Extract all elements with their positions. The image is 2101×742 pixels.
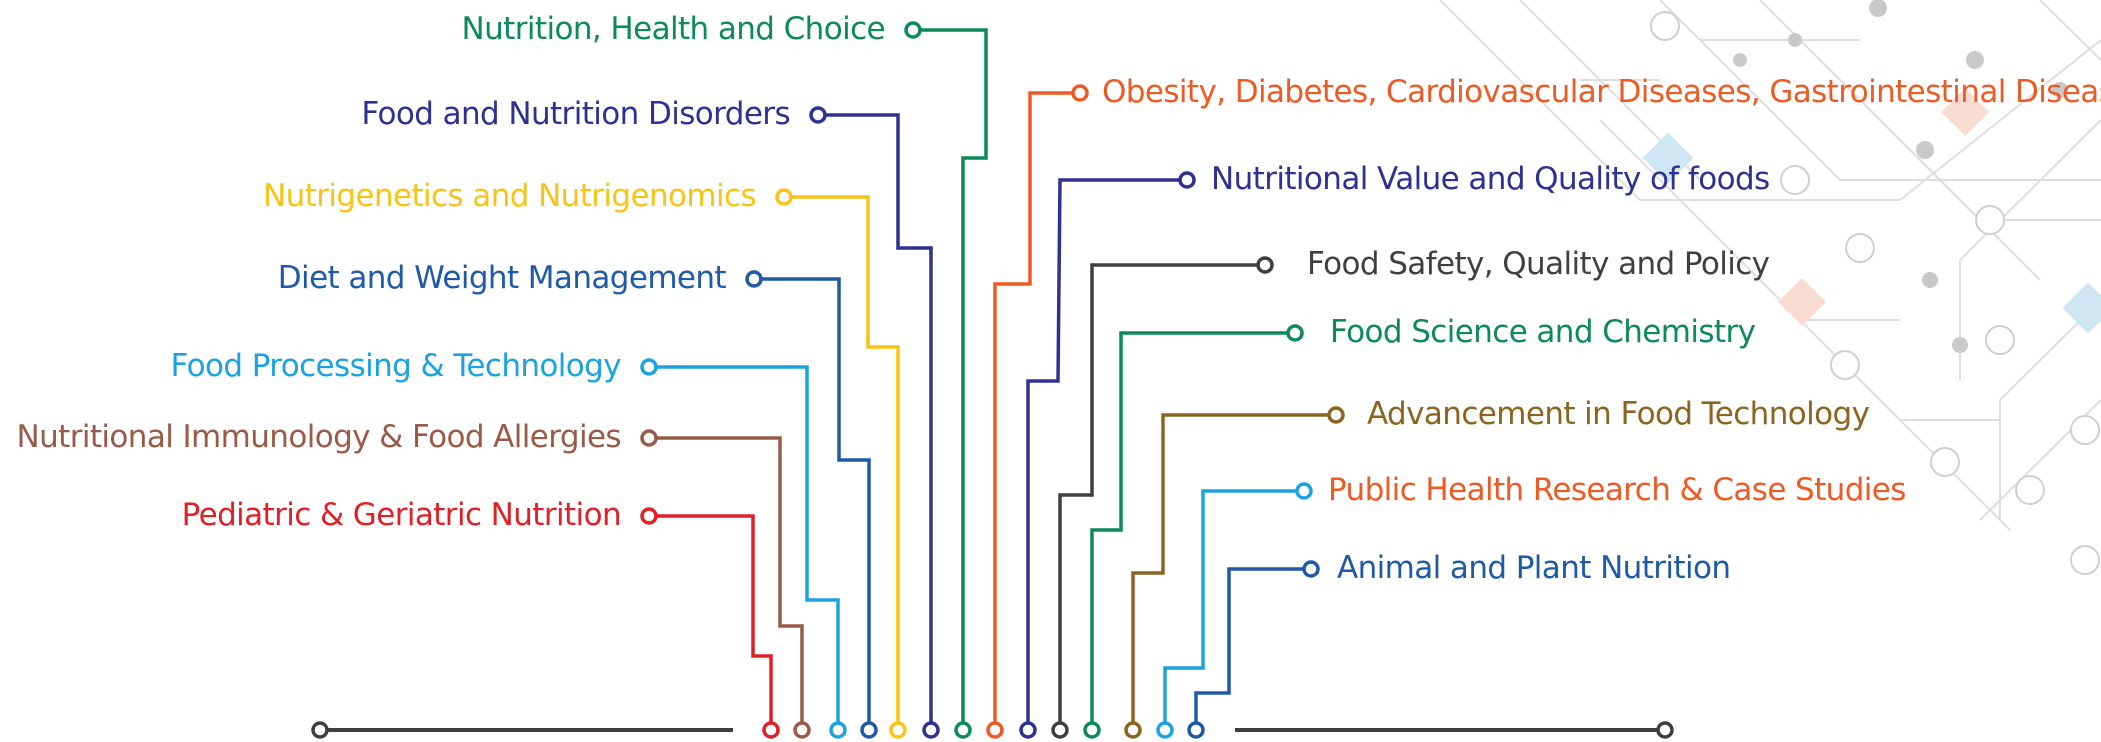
topic-right-5[interactable]: Advancement in Food Technology [1367,396,1870,432]
right-topic-node-1 [1071,84,1089,102]
topic-right-4[interactable]: Food Science and Chemistry [1330,314,1756,350]
left-connector-line-7 [656,514,773,723]
right-base-node-3 [1051,721,1069,739]
topic-left-5[interactable]: Food Processing & Technology [170,348,622,384]
left-connector-line-4 [761,277,871,723]
left-base-node-6 [793,721,811,739]
left-base-node-3 [889,721,907,739]
left-topic-node-4 [745,270,763,288]
right-base-node-1 [986,721,1004,739]
right-connector-line-7 [1194,567,1304,723]
topic-right-3[interactable]: Food Safety, Quality and Policy [1307,246,1770,282]
right-topic-node-3 [1256,256,1274,274]
right-topic-node-5 [1327,406,1345,424]
left-topic-node-1 [904,21,922,39]
topic-right-2[interactable]: Nutritional Value and Quality of foods [1211,161,1770,197]
left-connector-line-6 [656,436,804,723]
topic-left-2[interactable]: Food and Nutrition Disorders [361,96,790,132]
left-topic-node-6 [640,429,658,447]
right-base-node-4 [1083,721,1101,739]
right-connector-line-3 [1058,263,1258,723]
right-base-node-6 [1156,721,1174,739]
right-base-node-7 [1187,721,1205,739]
baseline-left-endpoint-node [311,721,329,739]
topic-right-7[interactable]: Animal and Plant Nutrition [1337,550,1731,586]
left-connector-line-2 [825,113,933,723]
topic-left-7[interactable]: Pediatric & Geriatric Nutrition [181,497,622,533]
right-topic-node-2 [1178,171,1196,189]
right-connector-line-6 [1163,489,1297,723]
left-topic-node-3 [775,188,793,206]
right-connector-line-1 [993,91,1073,723]
left-connector-line-3 [791,195,900,723]
left-connector-line-5 [656,365,840,723]
left-base-node-2 [922,721,940,739]
left-topic-node-7 [640,507,658,525]
right-topic-node-4 [1286,324,1304,342]
left-base-node-1 [954,721,972,739]
right-connector-line-2 [1026,178,1180,723]
topic-left-4[interactable]: Diet and Weight Management [277,260,727,296]
baseline-right-endpoint-node [1656,721,1674,739]
left-topic-node-2 [809,106,827,124]
topic-right-1[interactable]: Obesity, Diabetes, Cardiovascular Diseas… [1102,74,2101,110]
left-topic-node-5 [640,358,658,376]
left-base-node-7 [762,721,780,739]
right-topic-node-7 [1302,560,1320,578]
left-base-node-5 [829,721,847,739]
left-connector-line-1 [920,28,988,723]
right-connector-line-4 [1090,331,1288,723]
topic-left-3[interactable]: Nutrigenetics and Nutrigenomics [263,178,757,214]
right-base-node-5 [1124,721,1142,739]
topic-right-6[interactable]: Public Health Research & Case Studies [1328,472,1906,508]
right-base-node-2 [1019,721,1037,739]
topic-left-6[interactable]: Nutritional Immunology & Food Allergies [16,419,622,455]
left-base-node-4 [860,721,878,739]
topic-left-1[interactable]: Nutrition, Health and Choice [461,11,886,47]
right-topic-node-6 [1295,482,1313,500]
right-connector-line-5 [1131,413,1329,723]
